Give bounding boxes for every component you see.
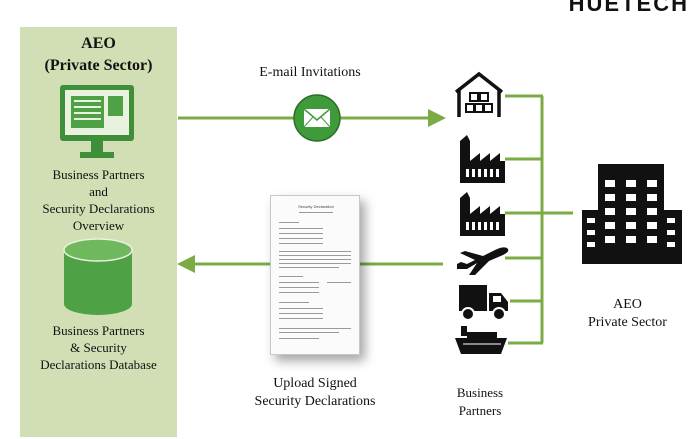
envelope-icon <box>293 94 341 142</box>
truck-icon <box>459 285 508 321</box>
airplane-icon <box>457 247 509 275</box>
overview-line3: Security Declarations <box>42 201 155 216</box>
database-line1: Business Partners <box>52 323 145 338</box>
factory-icon <box>460 135 505 183</box>
upload-signed-label: Upload Signed Security Declarations <box>225 375 405 411</box>
aeo-right-line2: Private Sector <box>588 315 667 330</box>
logo: HUETECH <box>568 0 689 16</box>
aeo-private-sector-label: AEO Private Sector <box>570 296 685 332</box>
monitor-icon <box>60 85 134 158</box>
factory-icon <box>460 192 505 236</box>
aeo-title-line2: (Private Sector) <box>44 57 153 74</box>
overview-line2: and <box>89 184 108 199</box>
warehouse-icon <box>454 71 504 117</box>
email-invitations-label: E-mail Invitations <box>259 65 361 80</box>
overview-line1: Business Partners <box>52 167 145 182</box>
database-line3: Declarations Database <box>40 357 157 372</box>
aeo-panel-title: AEO (Private Sector) <box>20 33 177 77</box>
overview-label: Business Partners and Security Declarati… <box>20 166 177 234</box>
database-line2: & Security <box>70 340 127 355</box>
office-building-icon <box>582 164 682 264</box>
aeo-right-line1: AEO <box>613 297 642 312</box>
partners-line2: Partners <box>458 403 502 418</box>
database-label: Business Partners & Security Declaration… <box>20 322 177 373</box>
document-title: Security Declaration <box>298 204 334 209</box>
ship-icon <box>455 326 507 354</box>
partners-line1: Business <box>456 385 504 400</box>
database-icon <box>63 238 133 315</box>
overview-line4: Overview <box>72 218 125 233</box>
upload-line2: Security Declarations <box>254 394 376 409</box>
upload-line1: Upload Signed <box>273 376 357 391</box>
business-partners-label: Business Partners <box>440 384 520 420</box>
aeo-title-line1: AEO <box>81 35 116 52</box>
security-declaration-document: Security Declaration <box>270 195 360 355</box>
